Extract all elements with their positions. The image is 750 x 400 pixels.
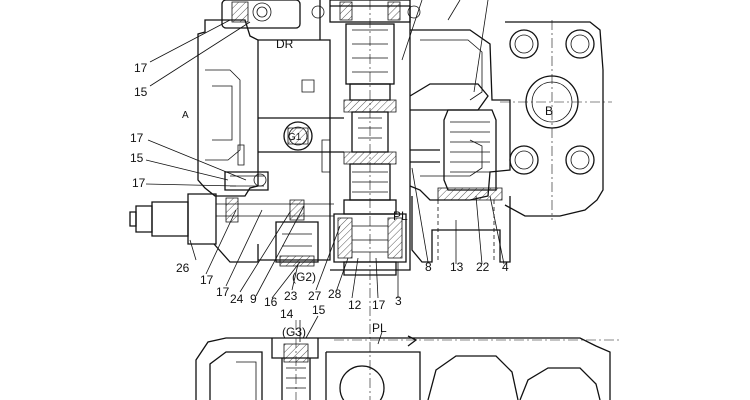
callout-16: 16 (264, 295, 278, 309)
port-labels: DR A B PL PL G1 (G2) (G3) (182, 37, 553, 339)
check-valve (437, 109, 503, 201)
callout-17-mid2: 17 (132, 176, 146, 190)
port-label-a: A (182, 110, 189, 121)
callout-24: 24 (230, 292, 244, 306)
callout-17-bot-b: 17 (216, 285, 230, 299)
pilot-plunger (129, 171, 334, 245)
callout-15-low: 15 (312, 303, 326, 317)
callout-12: 12 (348, 298, 362, 312)
callout-23: 23 (284, 289, 298, 303)
callout-14: 14 (280, 307, 294, 321)
callout-22: 22 (476, 260, 490, 274)
callout-17-bot-c: 17 (372, 298, 386, 312)
callout-26: 26 (176, 261, 190, 275)
callout-9: 9 (250, 292, 257, 306)
upper-valve-body (129, 0, 612, 400)
port-label-g1: G1 (288, 132, 302, 143)
port-label-g3: (G3) (282, 325, 306, 339)
port-b-flange (500, 20, 612, 220)
port-label-dr: DR (276, 37, 294, 51)
callout-27: 27 (308, 289, 322, 303)
callout-28: 28 (328, 287, 342, 301)
upper-leader-lines (145, 0, 505, 345)
port-label-b: B (545, 104, 553, 118)
callout-17-bot-a: 17 (200, 273, 214, 287)
callout-15-top: 15 (134, 85, 148, 99)
callout-17-mid: 17 (130, 131, 144, 145)
spool-end-cap (333, 213, 407, 276)
callout-17-top: 17 (134, 61, 148, 75)
callout-8: 8 (425, 260, 432, 274)
callout-15-mid: 15 (130, 151, 144, 165)
callout-3: 3 (395, 294, 402, 308)
callout-13: 13 (450, 260, 464, 274)
port-label-pl-lower: PL (372, 321, 387, 335)
callout-4: 4 (502, 260, 509, 274)
callout-numbers: 17 15 17 15 17 26 17 17 24 9 16 23 27 28… (130, 61, 509, 321)
port-label-pl-upper: PL (393, 209, 408, 223)
port-label-g2: (G2) (292, 270, 316, 284)
lower-valve-body (195, 320, 620, 400)
